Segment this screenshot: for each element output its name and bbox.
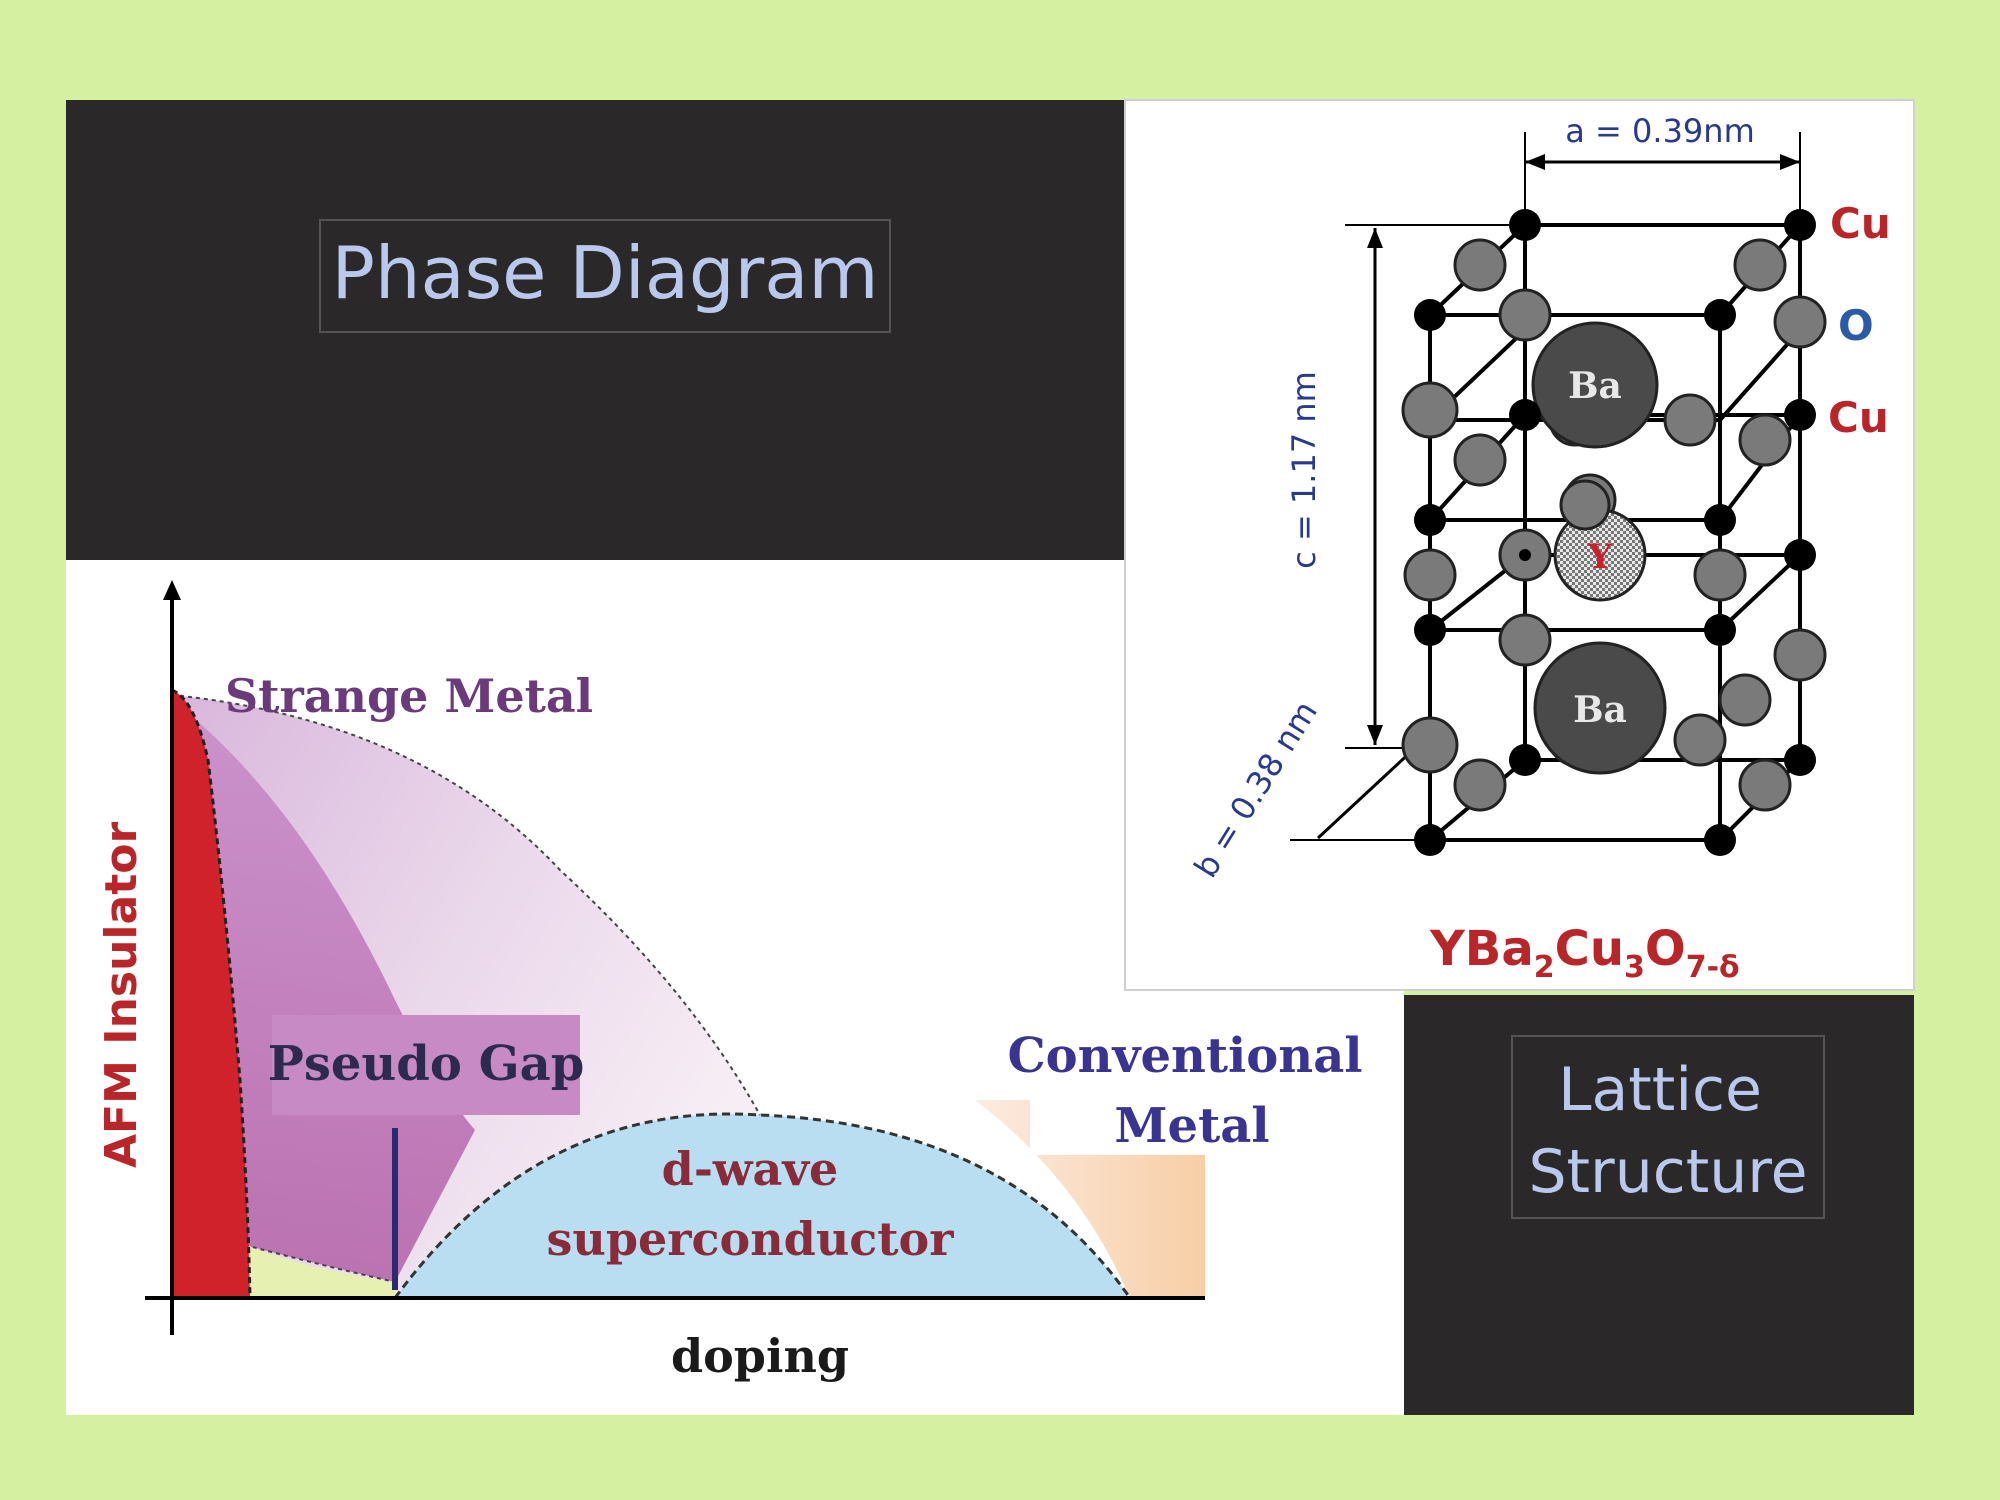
a-dim-label: a = 0.39nm [1565, 112, 1754, 150]
formula-y: YBa [1429, 921, 1534, 977]
y-axis-arrow [163, 580, 181, 600]
afm-boundary [171, 688, 252, 1299]
fermi-liquid-region [245, 1245, 395, 1298]
pseudo-gap-region [172, 700, 475, 1298]
conventional-label-line1: Conventional [1007, 1028, 1362, 1084]
lattice-title-box [1511, 1035, 1825, 1219]
lattice-title-line1: Lattice [1558, 1055, 1762, 1125]
ba-atom-top [1531, 321, 1659, 449]
pseudo-gap-boundary [244, 1244, 396, 1283]
pseudo-gap-label-bg [272, 1015, 580, 1115]
conventional-label-line2: Metal [1114, 1098, 1269, 1154]
legend-cu-top: Cu [1830, 199, 1891, 248]
legend-o: O [1838, 301, 1874, 350]
phase-title: Phase Diagram [332, 231, 879, 315]
formula-cu: Cu [1555, 921, 1624, 977]
lattice-title-panel [1404, 995, 1914, 1415]
a-dim-arrow-right [1780, 154, 1800, 170]
legend-cu-mid: Cu [1828, 393, 1889, 442]
ba-atom-top-label: Ba [1568, 365, 1622, 407]
ba-atom-bottom-label: Ba [1573, 689, 1627, 731]
formula-sub2: 2 [1534, 950, 1555, 985]
c-dim-label: c = 1.17 nm [1285, 371, 1323, 569]
formula-sub7: 7-δ [1686, 950, 1740, 985]
dwave-label-line1: d-wave [662, 1142, 839, 1196]
a-dim-arrow-left [1525, 154, 1545, 170]
dwave-dome [395, 1113, 1130, 1298]
phase-title-panel [66, 100, 1125, 560]
phase-title-box [319, 219, 891, 333]
conventional-label-bg [1030, 1010, 1300, 1155]
y-atom-oxygen [1559, 479, 1611, 531]
c-dim-arrow-top [1367, 228, 1383, 248]
pseudo-gap-label: Pseudo Gap [268, 1036, 585, 1092]
phase-plot: Strange Metal AFM Insulator Pseudo Gap C… [96, 580, 1363, 1383]
y-atom-label: Y [1587, 537, 1613, 577]
formula-o: O [1645, 921, 1686, 977]
lattice-title-line2: Structure [1528, 1137, 1807, 1207]
ba-atom-bottom [1533, 641, 1667, 775]
strange-metal-label: Strange Metal [225, 669, 593, 723]
strange-metal-boundary [171, 694, 761, 1116]
afm-insulator-label: AFM Insulator [96, 822, 147, 1168]
afm-region [172, 690, 250, 1298]
formula-sub3: 3 [1624, 950, 1645, 985]
formula: YBa2Cu3O7-δ [1429, 921, 1740, 985]
b-dim-line [1316, 746, 1417, 840]
c-dim-arrow-bottom [1367, 725, 1383, 745]
x-axis-label: doping [671, 1329, 849, 1383]
dwave-dome-boundary [393, 1112, 1132, 1299]
dwave-label-line2: superconductor [547, 1212, 955, 1266]
copper-atoms [1414, 209, 1816, 856]
